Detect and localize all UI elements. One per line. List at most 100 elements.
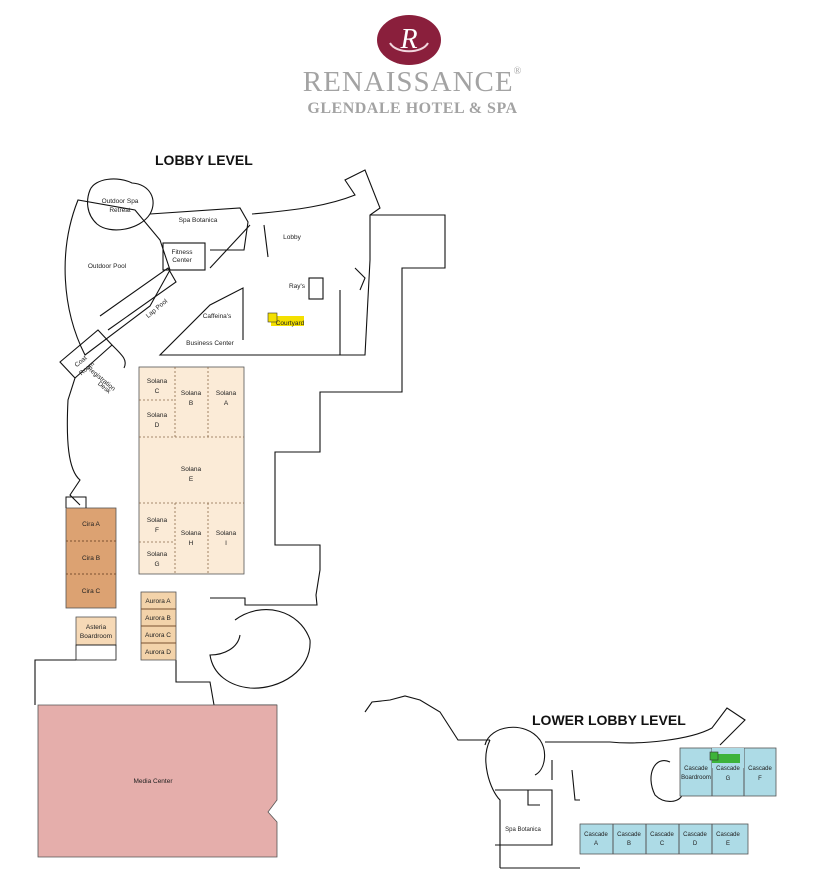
label-solana-e-letter: E — [189, 476, 194, 483]
lower-spiral-stair — [650, 760, 683, 802]
lower-stub-wall-2 — [571, 769, 580, 801]
label-cascade-c: Cascade — [650, 832, 674, 838]
label-fitness: Fitness — [172, 249, 194, 256]
logo-swirl — [389, 42, 429, 53]
label-cascade-f-letter: F — [758, 776, 762, 782]
label-fitness-center: Center — [172, 257, 192, 264]
label-solana-a-letter: A — [224, 400, 229, 407]
asteria-boardroom — [75, 616, 117, 646]
label-cascade-e-letter: E — [726, 841, 730, 847]
label-cascade-boardroom: Cascade — [684, 766, 708, 772]
label-solana-i-letter: I — [225, 540, 227, 547]
south-connector-wall — [175, 660, 277, 706]
cascade-lower-rooms — [579, 823, 749, 855]
label-cascade-c-letter: C — [660, 841, 665, 847]
lower-lobby-level-title: LOWER LOBBY LEVEL — [532, 712, 686, 728]
label-cascade-d-letter: D — [693, 841, 698, 847]
cascade-g-highlight[interactable] — [712, 754, 740, 763]
lobby-level-title: LOBBY LEVEL — [155, 152, 253, 168]
lobby-inner-wall — [263, 224, 269, 258]
label-cira-c: Cira C — [82, 588, 101, 595]
label-business-center: Business Center — [186, 340, 235, 347]
registration-desk-curve — [111, 344, 126, 369]
outdoor-pool-outline — [64, 199, 171, 356]
label-spa-botanica: Spa Botanica — [179, 217, 218, 224]
label-solana-g: Solana — [147, 551, 168, 558]
label-cascade-boardroom-2: Boardroom — [681, 775, 711, 781]
label-outdoor-pool: Outdoor Pool — [88, 263, 127, 270]
label-courtyard[interactable]: Courtyard — [276, 320, 305, 327]
brand-name: RENAISSANCE® — [0, 66, 813, 99]
label-cascade-b-letter: B — [627, 841, 631, 847]
label-solana-f-letter: F — [155, 527, 159, 534]
courtyard-highlight[interactable] — [271, 316, 304, 326]
label-aurora-d: Aurora D — [145, 649, 171, 656]
courtyard-marker-icon[interactable] — [267, 312, 278, 323]
spa-botanica-wall — [149, 207, 249, 251]
label-solana-i: Solana — [216, 530, 237, 537]
cira-rooms — [65, 507, 117, 609]
logo-letter: R — [399, 24, 417, 55]
solana-ballroom — [138, 366, 245, 575]
label-cira-a: Cira A — [82, 521, 100, 528]
fitness-center-outline — [162, 242, 206, 271]
label-cascade-f: Cascade — [748, 766, 772, 772]
lower-rotunda — [484, 726, 546, 776]
rotunda-outline — [209, 609, 311, 689]
label-boardroom: Boardroom — [80, 633, 112, 640]
cira-vestibule — [65, 496, 87, 508]
label-rays: Ray's — [289, 283, 306, 290]
rays-outline — [308, 277, 324, 300]
label-cascade-g[interactable]: Cascade — [716, 766, 740, 772]
label-solana-b: Solana — [181, 390, 202, 397]
label-cascade-e: Cascade — [716, 832, 740, 838]
label-aurora-a: Aurora A — [145, 598, 171, 605]
label-solana-c: Solana — [147, 378, 168, 385]
label-solana-a: Solana — [216, 390, 237, 397]
label-aurora-b: Aurora B — [145, 615, 171, 622]
label-solana-h: Solana — [181, 530, 202, 537]
label-solana-f: Solana — [147, 517, 168, 524]
label-aurora-c: Aurora C — [145, 632, 171, 639]
east-wing-outline — [210, 214, 446, 606]
lap-pool-outline — [99, 267, 177, 331]
label-cira-b: Cira B — [82, 555, 100, 562]
label-solana-c-letter: C — [155, 388, 160, 395]
west-wall — [66, 377, 81, 506]
media-center[interactable] — [37, 704, 278, 858]
lobby-entry-wall — [209, 224, 251, 269]
courtyard-corner-wall — [354, 267, 366, 291]
label-solana-d: Solana — [147, 412, 168, 419]
label-asteria: Asteria — [86, 624, 107, 631]
label-media-center: Media Center — [133, 778, 173, 785]
label-solana-h-letter: H — [189, 540, 194, 547]
logo-emblem — [377, 15, 441, 65]
label-lobby: Lobby — [283, 234, 301, 241]
label-solana-d-letter: D — [155, 422, 160, 429]
label-lower-spa-botanica: Spa Botanica — [505, 827, 541, 833]
label-cascade-d: Cascade — [683, 832, 707, 838]
lower-north-wall — [364, 695, 490, 741]
asteria-corridor — [75, 644, 117, 661]
label-cascade-a: Cascade — [584, 832, 608, 838]
label-outdoor-spa: Outdoor Spa — [102, 198, 139, 205]
lobby-outline — [158, 169, 381, 356]
label-spa-retreat: Retreat — [109, 207, 131, 214]
label-caffeinas: Caffeina's — [203, 313, 232, 320]
lower-spa-west-wall — [485, 739, 501, 868]
brand-subtitle: GLENDALE HOTEL & SPA — [307, 100, 518, 117]
lower-east-wall — [545, 707, 746, 746]
renaissance-logo-icon: R — [377, 15, 441, 65]
label-cascade-a-letter: A — [594, 841, 598, 847]
label-cascade-g-letter[interactable]: G — [726, 776, 731, 782]
label-solana-g-letter: G — [154, 561, 159, 568]
cascade-g-marker-icon[interactable] — [709, 751, 719, 761]
label-cascade-b: Cascade — [617, 832, 641, 838]
label-solana-e: Solana — [181, 466, 202, 473]
spa-retreat-outline — [87, 178, 154, 231]
brand-name-text: RENAISSANCE — [302, 66, 514, 98]
brand-registered-mark: ® — [513, 66, 523, 77]
spa-botanica-inner-wall — [527, 790, 540, 806]
south-west-wall — [34, 659, 76, 705]
